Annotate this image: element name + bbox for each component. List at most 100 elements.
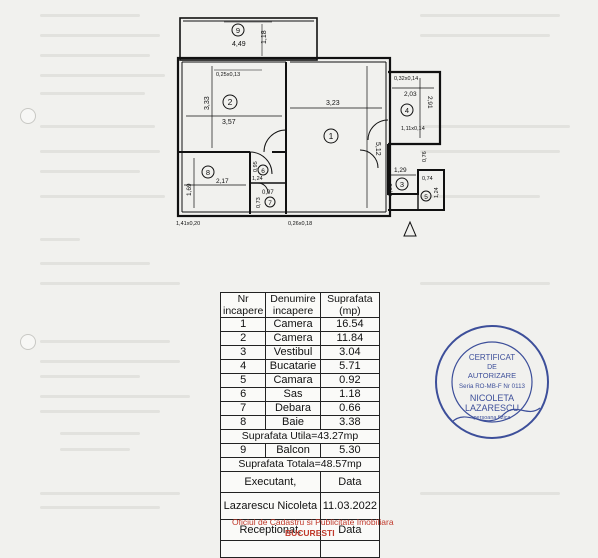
- dim-r7-h: 0,73: [256, 197, 262, 208]
- dim-r8-w: 2,17: [216, 178, 229, 185]
- punch-hole-bottom: [20, 334, 36, 350]
- table-row: 2 Camera 11.84: [219, 331, 381, 346]
- row-nr: 5: [219, 373, 267, 388]
- executant-name: Lazarescu Nicoleta: [220, 492, 321, 520]
- row-name: Camera: [265, 331, 321, 346]
- room-number-circle-2: [222, 94, 238, 110]
- total-area-row: Suprafata Totala=48.57mp: [220, 457, 380, 472]
- document-page: 9 2 1 4 3 8 6 7 5 4,49 1,18 3,33 3,57 0,…: [20, 14, 570, 558]
- executant-header-row: Executant, Data: [220, 471, 381, 493]
- room-number-circle-7: [264, 196, 276, 208]
- dim-corner-mid: 0,26x0,18: [288, 221, 312, 227]
- dim-r2-h: 3,33: [204, 96, 211, 110]
- dim-r4-note-bot: 1,11x0,14: [401, 126, 425, 132]
- authorization-stamp: CERTIFICAT DE AUTORIZARE Seria RO-MB-F N…: [435, 325, 549, 439]
- dim-r1-h: 5,12: [374, 142, 381, 156]
- row-name: Camara: [265, 373, 321, 388]
- rooms-table: Nr incapere Denumire incapere Suprafata …: [219, 292, 381, 558]
- dim-r3-h: 2,06: [387, 183, 394, 196]
- stamp-line-7: persoana fizica: [474, 415, 512, 421]
- row-nr: 8: [219, 415, 267, 430]
- office-stamp-line-1: Oficiul de Cadastru si Publicitate Imobi…: [232, 517, 394, 527]
- row-area: 0.92: [319, 373, 381, 388]
- table-row: 7 Debara 0.66: [219, 401, 381, 416]
- receptionat-sign-cell: [220, 540, 321, 558]
- row-nr: 6: [219, 387, 267, 402]
- table-row: 3 Vestibul 3.04: [219, 345, 381, 360]
- table-row: 5 Camara 0.92: [219, 373, 381, 388]
- receptionat-date-cell: [319, 540, 381, 558]
- table-header-row: Nr incapere Denumire incapere Suprafata …: [219, 292, 381, 318]
- dim-corner-left: 1,41x0,20: [176, 221, 200, 227]
- row-nr: 3: [219, 345, 267, 360]
- row-nr: 9: [219, 443, 267, 458]
- row-area: 3.04: [319, 345, 381, 360]
- header-nr: Nr incapere: [219, 292, 267, 318]
- dim-r9-w: 4,49: [232, 41, 246, 48]
- room-number-circle-9: [231, 23, 245, 37]
- row-area: 5.30: [319, 443, 381, 458]
- row-name: Baie: [265, 415, 321, 430]
- row-area: 1.18: [319, 387, 381, 402]
- room-9-balcony: [179, 17, 318, 61]
- table-row: 1 Camera 16.54: [219, 317, 381, 332]
- dim-r9-h: 1,18: [261, 30, 268, 44]
- dim-r1-w: 3,23: [326, 100, 340, 107]
- useful-area: Suprafata Utila=43.27mp: [220, 429, 380, 444]
- useful-area-row: Suprafata Utila=43.27mp: [220, 429, 380, 444]
- punch-hole-top: [20, 108, 36, 124]
- executant-label: Executant,: [220, 471, 321, 493]
- row-area: 5.71: [319, 359, 381, 374]
- balcony-row: 9 Balcon 5.30: [219, 443, 381, 458]
- room-number-circle-6: [257, 164, 269, 176]
- row-name: Debara: [265, 401, 321, 416]
- row-name: Camera: [265, 317, 321, 332]
- header-area: Suprafata (mp): [319, 292, 381, 318]
- header-name: Denumire incapere: [265, 292, 321, 318]
- room-number-circle-5: [420, 190, 432, 202]
- row-nr: 7: [219, 401, 267, 416]
- dim-r4-h: 2,91: [426, 96, 433, 109]
- stamp-line-5: NICOLETA: [470, 393, 514, 403]
- stamp-line-2: DE: [487, 364, 497, 371]
- dim-r5-h: 1,24: [434, 187, 440, 198]
- row-name: Balcon: [265, 443, 321, 458]
- dim-r7-w: 0,97: [262, 190, 274, 196]
- row-nr: 4: [219, 359, 267, 374]
- dim-r6-w: 1,24: [252, 176, 263, 182]
- dim-r5-w: 0,74: [422, 176, 433, 182]
- floor-plan: 9 2 1 4 3 8 6 7 5 4,49 1,18 3,33 3,57 0,…: [176, 17, 445, 237]
- office-stamp-line-2: BUCURESTI: [285, 528, 335, 538]
- room-number-8: 8: [206, 168, 210, 177]
- room-number-9: 9: [236, 26, 240, 35]
- dim-r2-note: 0,25x0,13: [216, 72, 240, 78]
- stamp-line-4: Seria RO-MB-F Nr 0113: [459, 383, 525, 390]
- data-label: Data: [319, 471, 381, 493]
- row-area: 11.84: [319, 331, 381, 346]
- stamp-line-6: LAZARESCU: [465, 403, 519, 413]
- dim-r3-w: 1,29: [394, 167, 407, 174]
- room-number-circle-8: [201, 165, 215, 179]
- stamp-line-1: CERTIFICAT: [469, 353, 515, 362]
- room-number-6: 6: [261, 168, 265, 175]
- room-number-1: 1: [329, 131, 334, 141]
- room-number-4: 4: [405, 106, 409, 115]
- row-area: 3.38: [319, 415, 381, 430]
- row-area: 16.54: [319, 317, 381, 332]
- dim-r4-w: 2,03: [404, 91, 417, 98]
- entrance-arrow-icon: [403, 220, 417, 237]
- dim-r4-note-top: 0,32x0,14: [394, 76, 418, 82]
- row-name: Vestibul: [265, 345, 321, 360]
- dim-r8-h: 1,69: [186, 183, 193, 196]
- row-name: Sas: [265, 387, 321, 402]
- total-area: Suprafata Totala=48.57mp: [220, 457, 380, 472]
- room-number-circle-3: [395, 177, 409, 191]
- room-number-circle-1: [323, 128, 339, 144]
- table-row: 6 Sas 1.18: [219, 387, 381, 402]
- table-row: 8 Baie 3.38: [219, 415, 381, 430]
- row-nr: 2: [219, 331, 267, 346]
- executant-row: Lazarescu Nicoleta 11.03.2022: [220, 492, 381, 520]
- dim-r2-w: 3,57: [222, 119, 236, 126]
- row-nr: 1: [219, 317, 267, 332]
- executant-date: 11.03.2022: [319, 492, 381, 520]
